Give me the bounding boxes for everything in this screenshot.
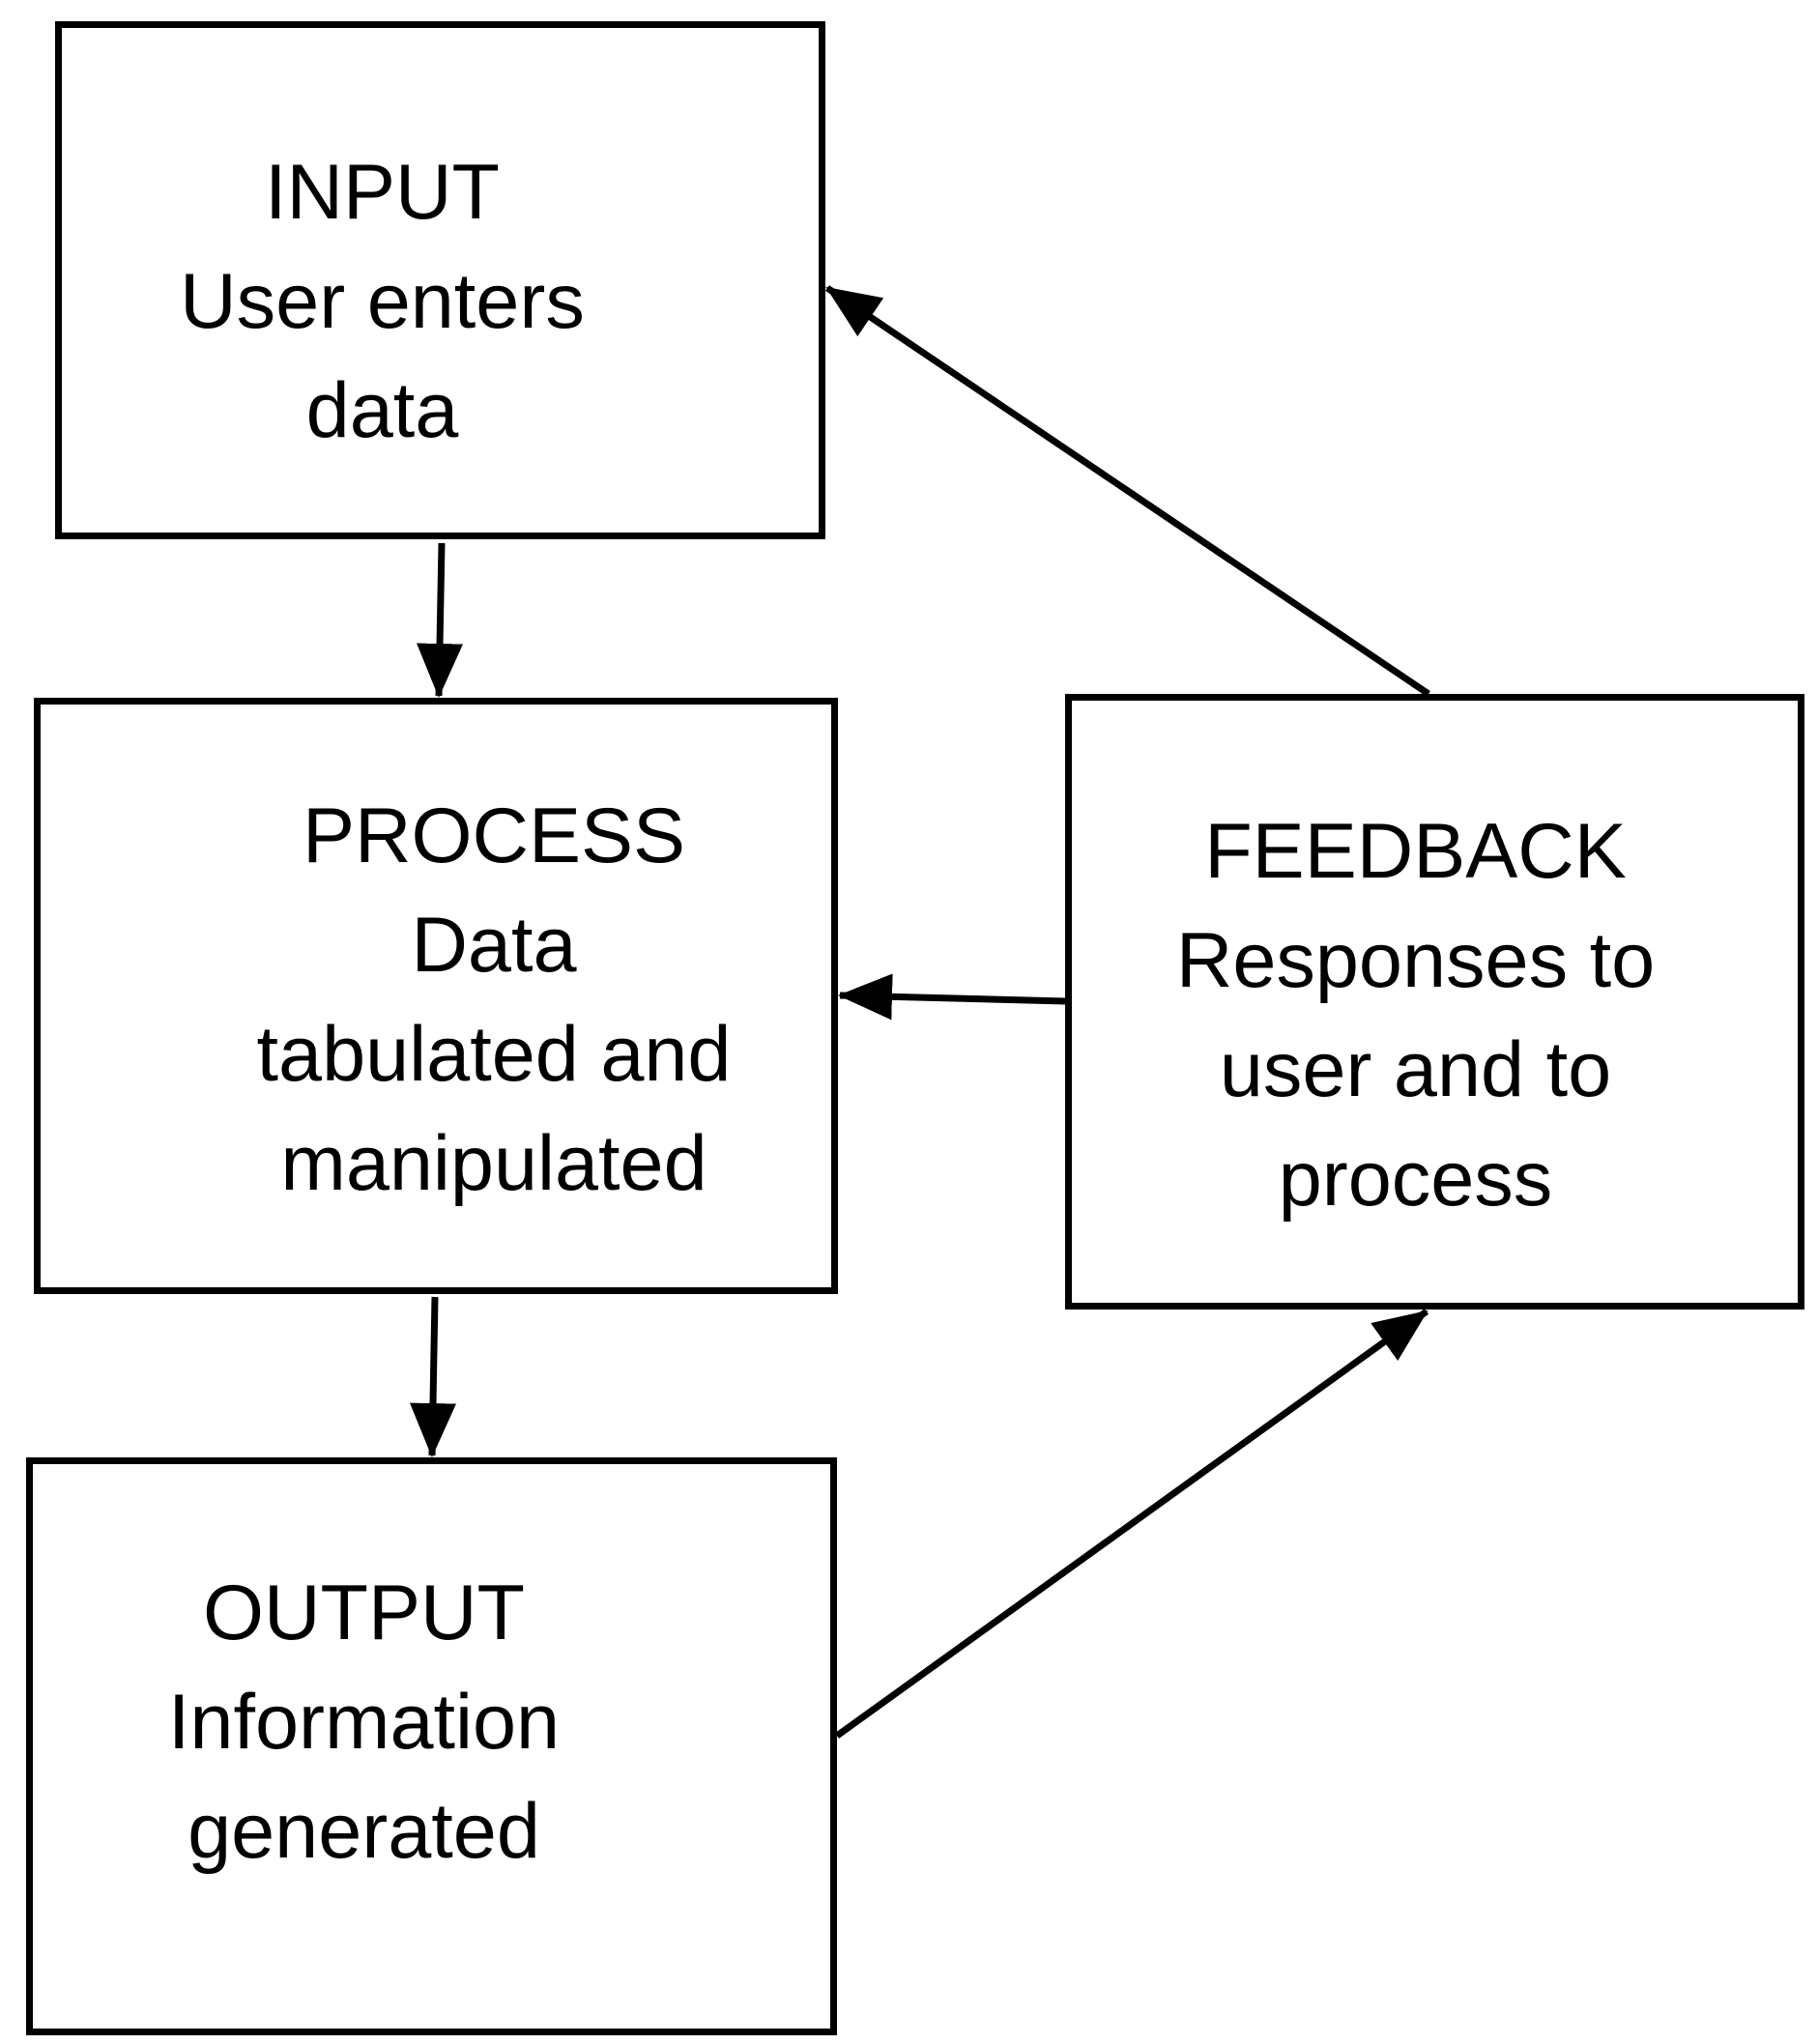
input-box: INPUT User enters data [55, 21, 825, 539]
process-box-line-2: Data [411, 902, 577, 989]
feedback-box-line-3: user and to [1219, 1026, 1612, 1113]
feedback-box: FEEDBACK Responses to user and to proces… [1065, 694, 1804, 1310]
arrow-process-to-output [409, 1296, 456, 1457]
process-box-text: PROCESS Data tabulated and manipulated [157, 782, 831, 1219]
process-box: PROCESS Data tabulated and manipulated [34, 698, 838, 1294]
input-box-line-3: data [305, 367, 459, 454]
feedback-box-line-2: Responses to [1175, 917, 1656, 1004]
input-box-title: INPUT [265, 149, 500, 236]
arrow-output-to-feedback [834, 1309, 1429, 1739]
input-box-text: INPUT User enters data [62, 138, 703, 466]
output-box-text: OUTPUT Information generated [33, 1559, 695, 1886]
feedback-box-text: FEEDBACK Responses to user and to proces… [1072, 797, 1759, 1234]
arrow-feedback-to-process [838, 973, 1066, 1021]
feedback-box-line-4: process [1278, 1136, 1553, 1223]
input-box-line-2: User enters [180, 258, 585, 345]
arrow-feedback-to-input [825, 285, 1430, 697]
process-box-title: PROCESS [302, 792, 686, 879]
output-box-line-2: Information [167, 1679, 561, 1766]
output-box: OUTPUT Information generated [26, 1457, 837, 2035]
output-box-title: OUTPUT [203, 1569, 525, 1656]
feedback-box-title: FEEDBACK [1204, 808, 1627, 895]
arrow-input-to-process [417, 542, 464, 698]
process-box-line-3: tabulated and [256, 1011, 732, 1098]
output-box-line-3: generated [188, 1788, 540, 1875]
process-box-line-4: manipulated [280, 1120, 707, 1207]
